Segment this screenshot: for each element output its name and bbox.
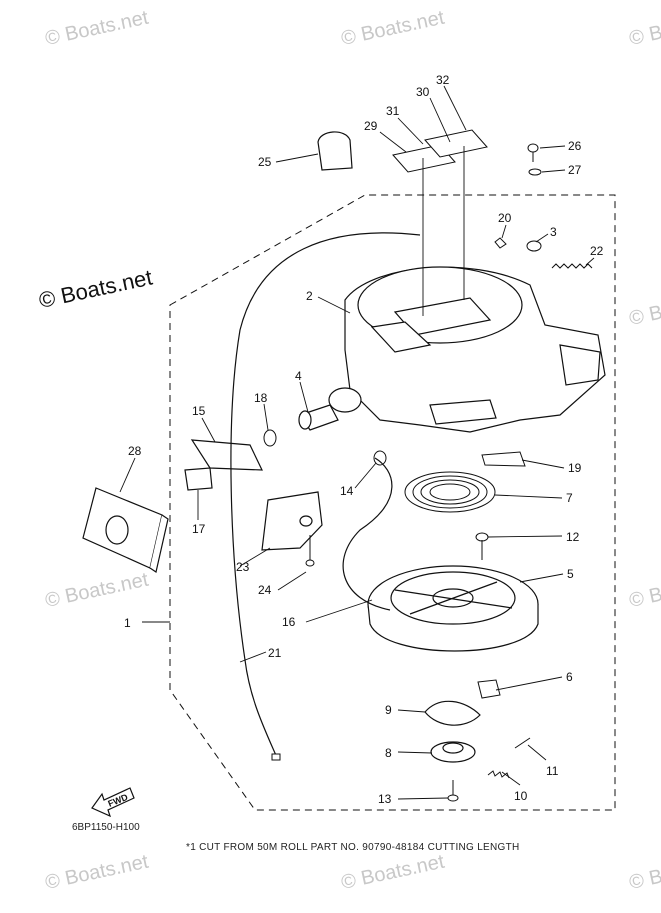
- callout-28: 28: [128, 444, 142, 458]
- part-18-grommet: [263, 429, 277, 447]
- cable-end: [271, 753, 281, 761]
- decals-29-32: [392, 129, 488, 173]
- callout-leaders: [119, 85, 595, 800]
- part-20-pin: [494, 237, 507, 249]
- part-5-reel: [367, 565, 539, 652]
- callout-1: 1: [124, 616, 131, 630]
- callout-25: 25: [258, 155, 272, 169]
- callout-5: 5: [567, 567, 574, 581]
- part-24-screw: [305, 535, 315, 567]
- callout-14: 14: [340, 484, 354, 498]
- part-6-pawl: [477, 679, 501, 699]
- part-15-bracket: [184, 439, 263, 491]
- part-13-screw: [447, 780, 459, 802]
- part-2-starter-case: [344, 266, 606, 433]
- callout-26: 26: [568, 139, 582, 153]
- part-12-bolt: [475, 532, 489, 560]
- part-3-collar: [526, 240, 542, 252]
- part-21-cable: [230, 232, 421, 761]
- callout-17: 17: [192, 522, 206, 536]
- callout-13: 13: [378, 792, 392, 806]
- callout-20: 20: [498, 211, 512, 225]
- part-27-washer: [528, 168, 542, 176]
- callout-8: 8: [385, 746, 392, 760]
- callout-27: 27: [568, 163, 582, 177]
- part-25-grommet: [317, 131, 353, 171]
- part-10-spring: [487, 770, 510, 779]
- callout-22: 22: [590, 244, 604, 258]
- part-19-lever: [481, 451, 526, 467]
- fwd-label: FWD: [107, 792, 130, 809]
- part-23-plate: [261, 491, 323, 551]
- callout-24: 24: [258, 583, 272, 597]
- fwd-arrow-icon: FWD: [91, 787, 135, 818]
- callout-3: 3: [550, 225, 557, 239]
- part-7-spiral-spring: [404, 471, 496, 513]
- callout-23: 23: [236, 560, 250, 574]
- callout-16: 16: [282, 615, 296, 629]
- callout-6: 6: [566, 670, 573, 684]
- callout-21: 21: [268, 646, 282, 660]
- callout-15: 15: [192, 404, 206, 418]
- part-8-plate: [430, 741, 476, 763]
- diagram-code: 6BP1150-H100: [72, 822, 140, 833]
- callout-12: 12: [566, 530, 580, 544]
- callout-9: 9: [385, 703, 392, 717]
- callout-32: 32: [436, 73, 450, 87]
- callout-numbers: 1 2 3 4 5 6 7 8 9 10 11 12 13 14 15 16 1…: [124, 73, 604, 806]
- part-9-clip: [424, 700, 481, 726]
- callout-11: 11: [546, 764, 559, 778]
- part-14-clamp: [373, 450, 387, 466]
- footnote: *1 CUT FROM 50M ROLL PART NO. 90790-4818…: [186, 842, 520, 853]
- callout-18: 18: [254, 391, 268, 405]
- callout-10: 10: [514, 789, 528, 803]
- callout-31: 31: [386, 104, 400, 118]
- part-16-cable: [342, 457, 393, 611]
- part-4-cup: [298, 387, 362, 431]
- part-28-damper: [82, 487, 169, 573]
- part-26-bolt: [527, 143, 539, 162]
- part-22-spring: [551, 263, 593, 269]
- part-11-wire: [514, 737, 531, 749]
- callout-29: 29: [364, 119, 378, 133]
- callout-2: 2: [306, 289, 313, 303]
- callout-4: 4: [295, 369, 302, 383]
- callout-30: 30: [416, 85, 430, 99]
- callout-19: 19: [568, 461, 582, 475]
- callout-7: 7: [566, 491, 573, 505]
